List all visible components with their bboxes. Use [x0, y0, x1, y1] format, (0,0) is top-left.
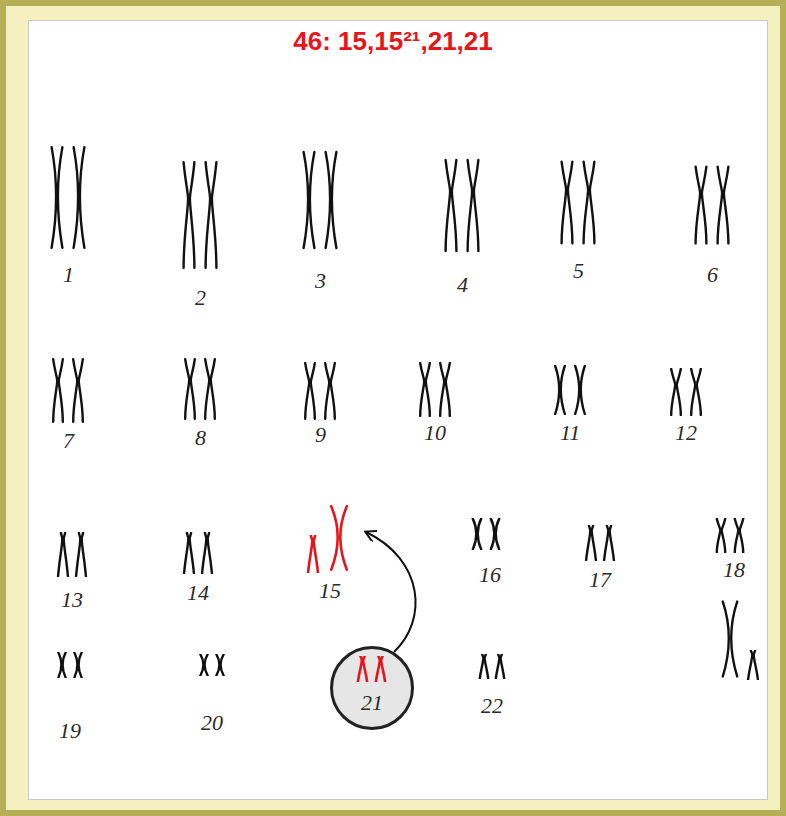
chromosome-number: 2	[195, 285, 206, 311]
chromosome-number: 7	[63, 428, 74, 454]
chromosome-shape	[696, 167, 707, 244]
chromosome-number: 10	[424, 420, 446, 446]
chromosome-shape	[555, 366, 565, 414]
chromosome-number: 18	[723, 557, 745, 583]
chromosome-shape	[184, 533, 194, 573]
chromosome-shape	[202, 533, 212, 573]
chromosome-shape	[496, 655, 504, 679]
chromosome-shape	[216, 654, 223, 675]
chromosome-shape	[58, 653, 65, 678]
chromosome-number: 20	[201, 710, 223, 736]
chromosome-shape	[73, 359, 83, 421]
chromosome-shape	[718, 167, 729, 244]
chromosome-shape	[74, 653, 81, 678]
chromosomes-black	[52, 147, 758, 679]
chromosome-number: 1	[63, 262, 74, 288]
karyotype-title: 46: 15,15²¹,21,21	[0, 26, 786, 57]
chromosome-shape	[305, 363, 315, 419]
chromosome-shape	[52, 147, 63, 248]
chromosome-number: 13	[61, 587, 83, 613]
chromosome-shape	[74, 147, 85, 248]
chromosome-number: 16	[479, 562, 501, 588]
highlight-circle: 21	[330, 646, 414, 730]
chromosome-shape	[586, 526, 596, 561]
chromosome-shape	[691, 369, 701, 415]
chromosome-number: 21	[361, 690, 383, 716]
chromosome-number: 17	[589, 567, 611, 593]
chromosome-shape	[717, 519, 725, 553]
circle-fill	[332, 648, 412, 728]
chromosome-number: 4	[457, 272, 468, 298]
chromosome-number: 8	[195, 425, 206, 451]
chromosome-shape	[440, 363, 450, 416]
chromosome-number: 9	[315, 422, 326, 448]
chromosome-shape	[304, 152, 315, 248]
chromosome-shape	[331, 506, 347, 569]
chromosome-shape	[735, 519, 743, 553]
chromosome-shape	[584, 162, 595, 244]
chromosome-shape	[76, 533, 86, 576]
translocation-arrow	[366, 532, 416, 652]
chromosome-shape	[358, 657, 367, 682]
chromosome-shape	[205, 359, 215, 419]
chromosome-number: 12	[675, 420, 697, 446]
chromosome-shape	[326, 152, 337, 248]
chromosome-shape	[206, 162, 217, 268]
chromosome-shape	[184, 162, 195, 268]
chromosome-shape	[58, 533, 68, 576]
chromosome-shape	[575, 366, 585, 414]
chromosome-shape	[604, 526, 614, 561]
chromosome-shape	[468, 160, 479, 251]
chromosome-number: 22	[481, 693, 503, 719]
chromosome-shape	[325, 363, 335, 419]
chromosome-shape	[53, 359, 63, 421]
chromosome-shape	[671, 369, 681, 415]
chromosome-shape	[420, 363, 430, 416]
chromosome-shape	[376, 657, 385, 682]
chromosome-shape	[491, 519, 499, 550]
chromosome-number: 6	[707, 262, 718, 288]
chromosome-shape	[200, 654, 207, 675]
chromosome-shape	[723, 602, 737, 677]
chromosome-number: 15	[319, 578, 341, 604]
chromosome-number: 19	[59, 718, 81, 744]
chromosome-number: 14	[187, 580, 209, 606]
chromosomes-red	[308, 506, 385, 681]
chromosome-shape	[480, 655, 488, 679]
chromosome-shape	[446, 160, 457, 251]
chromosome-shape	[308, 536, 318, 572]
chromosome-shape	[748, 651, 758, 680]
chromosome-shape	[185, 359, 195, 419]
chromosome-number: 3	[315, 268, 326, 294]
chromosome-shape	[562, 162, 573, 244]
chromosome-shape	[473, 519, 481, 550]
chromosome-number: 5	[573, 258, 584, 284]
chromosome-number: 11	[560, 420, 580, 446]
